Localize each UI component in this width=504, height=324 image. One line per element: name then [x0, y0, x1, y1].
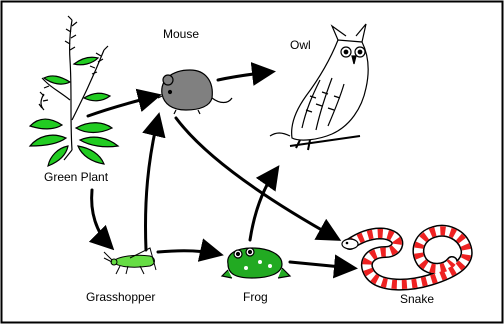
label-snake: Snake — [400, 292, 434, 306]
label-owl: Owl — [290, 38, 311, 52]
label-green-plant: Green Plant — [44, 170, 108, 184]
arrow-mouse-to-owl — [218, 72, 270, 80]
mouse-icon — [158, 70, 232, 114]
arrow-frog-to-snake — [290, 262, 352, 268]
label-frog: Frog — [243, 290, 268, 304]
label-mouse: Mouse — [163, 27, 199, 41]
arrow-grasshopper-to-mouse — [146, 118, 159, 250]
label-grasshopper: Grasshopper — [86, 290, 155, 304]
owl-icon — [270, 24, 368, 150]
arrow-grasshopper-to-frog — [158, 251, 218, 254]
snake-icon — [342, 231, 467, 285]
arrow-green-plant-to-grasshopper — [92, 190, 110, 246]
arrow-frog-to-owl — [250, 170, 276, 240]
frog-icon — [222, 248, 290, 278]
grasshopper-icon — [104, 248, 156, 274]
green-plant-icon — [30, 16, 118, 166]
